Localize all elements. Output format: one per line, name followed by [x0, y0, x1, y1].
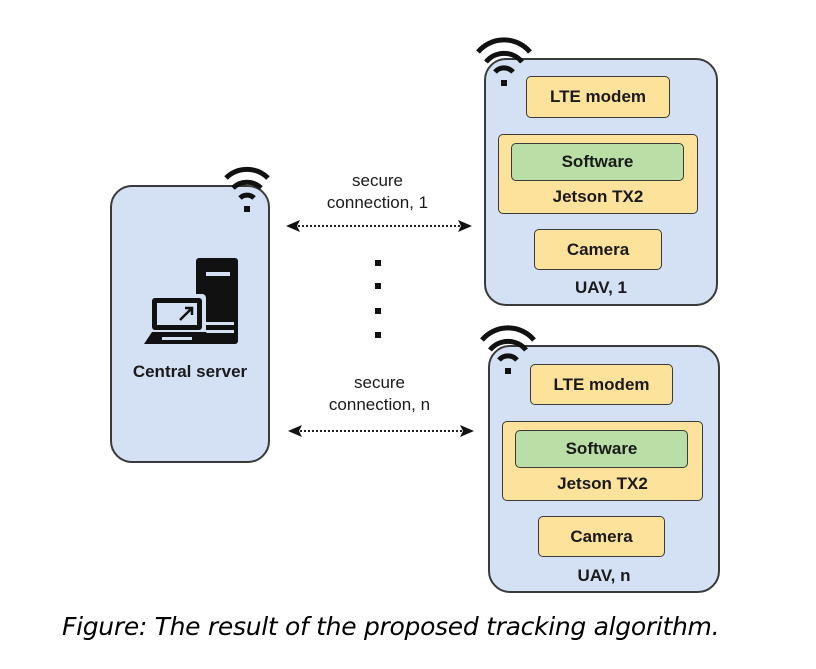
connection-n-line2: connection, n: [328, 395, 431, 414]
server-wifi-icon: [224, 166, 270, 212]
connection-1-arrow: [286, 220, 472, 232]
arrowhead-left: [286, 220, 300, 232]
uav-1-jetson-label: Jetson TX2: [552, 187, 644, 206]
connection-1-label: secure connection, 1: [300, 170, 455, 214]
uav-n-lte-modem: LTE modem: [530, 364, 673, 405]
connection-n-arrow: [288, 425, 474, 437]
figure-caption: Figure: The result of the proposed track…: [62, 612, 720, 641]
connection-n-line1: secure: [353, 373, 406, 392]
uav-n-jetson-label: Jetson TX2: [557, 474, 648, 493]
uav-1-camera: Camera: [534, 229, 662, 270]
uav-n-camera: Camera: [538, 516, 665, 557]
uav-1-lte-modem: LTE modem: [526, 76, 670, 118]
uav-n-wifi-icon: [480, 325, 536, 374]
arrowhead-right: [458, 220, 472, 232]
uav-1-wifi-icon: [476, 37, 532, 86]
connection-1-line2: connection, 1: [326, 193, 429, 212]
connection-n-label: secure connection, n: [302, 372, 457, 416]
uav-n-label: UAV, n: [577, 566, 631, 585]
uav-n-software: Software: [515, 430, 688, 468]
arrowhead-left: [288, 425, 302, 437]
uav-1-software: Software: [511, 143, 684, 181]
arrowhead-right: [460, 425, 474, 437]
uav-1-label: UAV, 1: [575, 278, 627, 297]
connection-1-line1: secure: [351, 171, 404, 190]
computer-server-icon: [144, 258, 238, 344]
ellipsis-dots: [375, 260, 381, 338]
central-server-label: Central server: [132, 362, 248, 381]
